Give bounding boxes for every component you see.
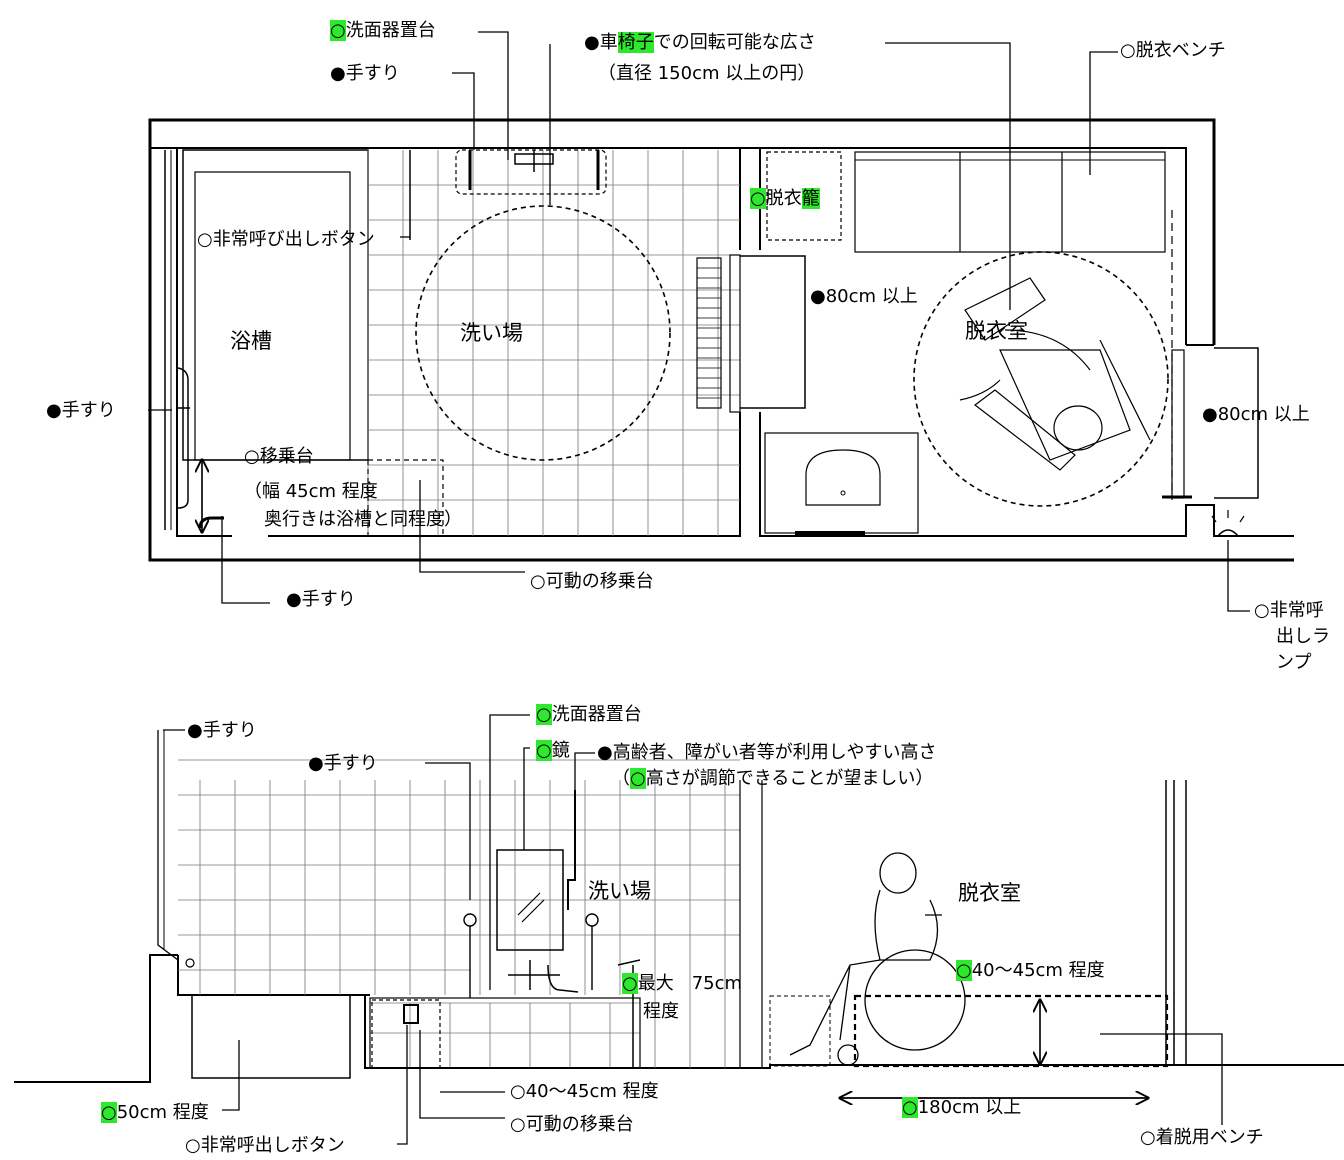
plan-bathtub-label: 浴槽 bbox=[230, 329, 272, 353]
wheelchair-person bbox=[789, 852, 966, 1066]
section-tub-height-label: ○50cm 程度 bbox=[101, 1102, 209, 1123]
plan-washbasin-label: ○洗面器置台 bbox=[330, 20, 436, 41]
plan-turn-note: （直径 150cm 以上の円） bbox=[598, 63, 816, 84]
plan-handrail-left-label: ●手すり bbox=[46, 400, 116, 421]
plan-emergency-lamp-1: ○非常呼 bbox=[1254, 600, 1324, 621]
section-transfer-height-label: ○40～45cm 程度 bbox=[510, 1081, 659, 1102]
section-dressing-bench-label: ○着脱用ベンチ bbox=[1140, 1127, 1264, 1148]
section-bench-length-label: ○180cm 以上 bbox=[902, 1097, 1022, 1118]
plan-view bbox=[148, 31, 1294, 612]
section-movable-transfer-label: ○可動の移乗台 bbox=[510, 1114, 634, 1135]
section-washbasin-label: ○洗面器置台 bbox=[536, 704, 642, 725]
section-view bbox=[14, 714, 1344, 1145]
section-max-height-label-2: 程度 bbox=[643, 1001, 679, 1022]
section-tile-grid bbox=[178, 759, 740, 1068]
plan-transfer-label: ○移乗台 bbox=[244, 446, 314, 467]
plan-basket-label: ○脱衣籠 bbox=[750, 188, 820, 209]
section-height-note: ●高齢者、障がい者等が利用しやすい高さ bbox=[597, 742, 937, 763]
plan-door-width-1: ●80cm 以上 bbox=[810, 286, 918, 307]
plan-emergency-lamp-3: ンプ bbox=[1276, 652, 1312, 673]
section-dressing-room-label: 脱衣室 bbox=[958, 881, 1021, 905]
section-height-note2: （○高さが調節できることが望ましい） bbox=[612, 768, 934, 789]
section-mirror-label: ○鏡 bbox=[536, 740, 570, 761]
plan-turn-label: ●車椅子での回転可能な広さ bbox=[584, 32, 816, 53]
section-call-button-label: ○非常呼出しボタン bbox=[185, 1135, 345, 1156]
section-washing-area-label: 洗い場 bbox=[588, 879, 651, 903]
section-max-height-label: ○最大 75cm bbox=[622, 973, 743, 994]
section-handrail-2-label: ●手すり bbox=[308, 753, 378, 774]
wheelchair-plan bbox=[959, 277, 1151, 471]
plan-tile-grid bbox=[367, 150, 740, 536]
plan-door-width-2: ●80cm 以上 bbox=[1202, 404, 1310, 425]
plan-handrail-bottom-label: ●手すり bbox=[286, 589, 356, 610]
plan-handrail-top-label: ●手すり bbox=[330, 63, 400, 84]
plan-emergency-lamp-2: 出しラ bbox=[1276, 626, 1330, 647]
section-bench-height-label: ○40～45cm 程度 bbox=[956, 960, 1105, 981]
plan-transfer-note-1: （幅 45cm 程度 bbox=[244, 481, 378, 502]
plan-washing-area-label: 洗い場 bbox=[460, 321, 523, 345]
plan-movable-transfer-label: ○可動の移乗台 bbox=[530, 571, 654, 592]
plan-dressing-room-label: 脱衣室 bbox=[965, 319, 1028, 343]
plan-bench-label: ○脱衣ベンチ bbox=[1120, 40, 1226, 61]
plan-transfer-note-2: 奥行きは浴槽と同程度） bbox=[264, 509, 462, 530]
section-handrail-1-label: ●手すり bbox=[187, 720, 257, 741]
plan-call-button-label: ○非常呼び出しボタン bbox=[197, 229, 375, 250]
